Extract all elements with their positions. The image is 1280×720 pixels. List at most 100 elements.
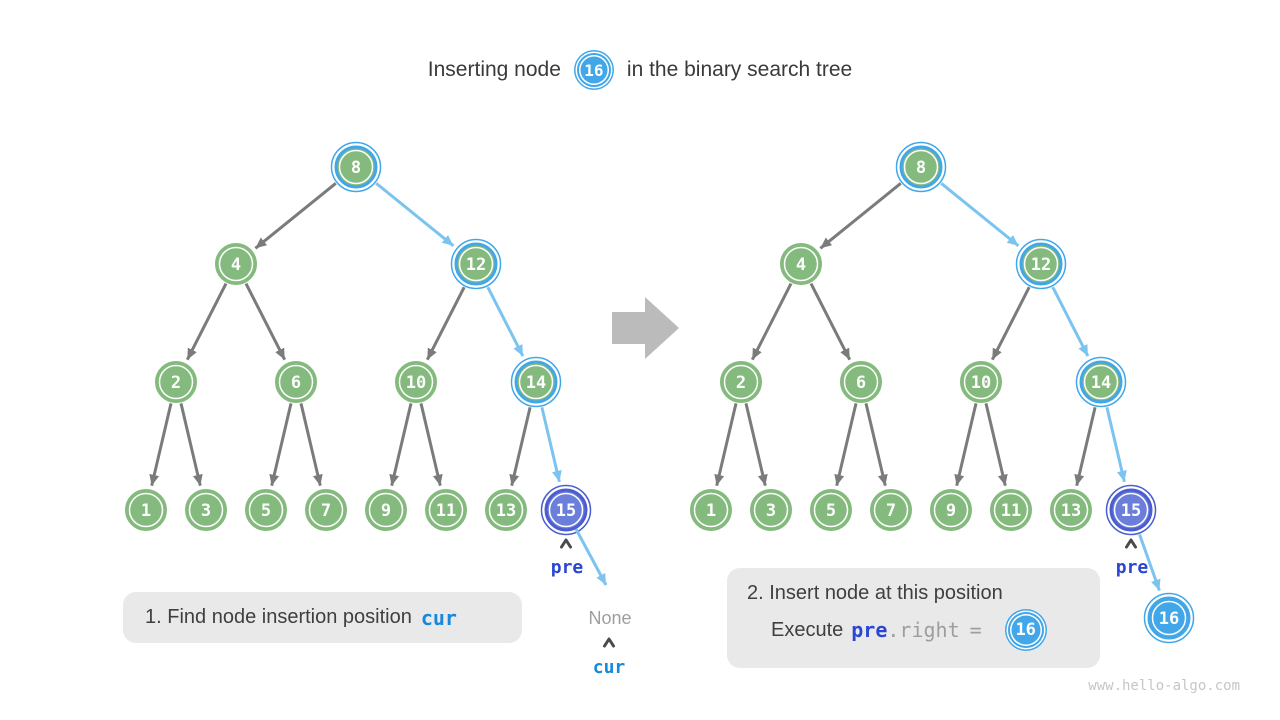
tree-node-3: 3	[750, 489, 792, 531]
tree-edge	[419, 403, 443, 487]
code-equals: =	[969, 618, 982, 642]
tree-edge	[744, 403, 768, 487]
tree-node-value: 13	[496, 501, 516, 521]
tree-node-3: 3	[185, 489, 227, 531]
tree-node-value: 2	[171, 373, 181, 393]
tree-node-value: 14	[526, 373, 546, 393]
tree-node-value: 11	[1001, 501, 1021, 521]
tree-edge	[819, 182, 902, 250]
tree-edge	[1074, 406, 1097, 487]
tree-node-4: 4	[215, 243, 257, 285]
tree-node-9: 9	[365, 489, 407, 531]
tree-edge	[834, 403, 858, 487]
tree-edge	[940, 182, 1020, 247]
tree-node-value: 14	[1091, 373, 1111, 393]
tree-node-13: 13	[485, 489, 527, 531]
caret-up-icon	[603, 637, 615, 648]
tree-node-16: 16	[1143, 592, 1195, 644]
cur-label: cur	[593, 657, 626, 678]
tree-edge	[809, 282, 852, 361]
inserted-node-badge: 16	[576, 53, 611, 87]
caption-step2-line1: 2. Insert node at this position	[747, 582, 1003, 604]
tree-edge	[540, 406, 562, 483]
tree-node-value: 6	[856, 373, 866, 393]
tree-edge	[486, 286, 525, 357]
tree-node-7: 7	[870, 489, 912, 531]
tree-node-13: 13	[1050, 489, 1092, 531]
tree-node-value: 10	[406, 373, 426, 393]
tree-node-value: 7	[886, 501, 896, 521]
tree-node-value: 12	[466, 255, 486, 275]
tree-edge	[179, 403, 203, 487]
tree-node-value: 1	[706, 501, 716, 521]
tree-node-14: 14	[1075, 356, 1127, 408]
tree-node-value: 5	[826, 501, 836, 521]
tree-node-5: 5	[245, 489, 287, 531]
tree-node-5: 5	[810, 489, 852, 531]
tree-edge	[509, 406, 532, 487]
code-pre: pre	[851, 618, 888, 642]
tree-node-15: 15	[1105, 484, 1157, 536]
title-suffix: in the binary search tree	[626, 58, 853, 81]
tree-edge	[984, 403, 1008, 487]
caret-up-icon	[560, 538, 572, 549]
edge-15-to-none	[574, 528, 608, 586]
tree-node-value: 13	[1061, 501, 1081, 521]
tree-node-7: 7	[305, 489, 347, 531]
tree-node-1: 1	[125, 489, 167, 531]
tree-node-value: 11	[436, 501, 456, 521]
tree-edge	[425, 286, 466, 361]
title-prefix: Inserting node	[427, 58, 561, 81]
tree-node-value: 9	[946, 501, 956, 521]
tree-node-value: 10	[971, 373, 991, 393]
tree-edge	[244, 282, 287, 361]
tree-node-value: 12	[1031, 255, 1051, 275]
pre-label-left: pre	[551, 557, 584, 578]
tree-node-value: 4	[796, 255, 806, 275]
tree-node-value: 8	[351, 158, 361, 178]
tree-node-value: 8	[916, 158, 926, 178]
tree-node-value: 3	[201, 501, 211, 521]
tree-node-6: 6	[840, 361, 882, 403]
tree-node-9: 9	[930, 489, 972, 531]
tree-node-8: 8	[330, 141, 382, 193]
tree-edge	[954, 403, 978, 487]
caption-step1: 1. Find node insertion position cur	[123, 592, 522, 643]
tree-node-12: 12	[1015, 238, 1067, 290]
tree-node-10: 10	[395, 361, 437, 403]
tree-edge	[149, 403, 173, 487]
tree-node-15: 15	[540, 484, 592, 536]
tree-node-value: 6	[291, 373, 301, 393]
tree-edge	[990, 286, 1031, 361]
caption-node-badge: 16	[1007, 612, 1044, 648]
execute-label: Execute	[771, 618, 844, 641]
watermark: www.hello-algo.com	[1088, 678, 1240, 694]
tree-edge	[714, 403, 738, 487]
tree-node-14: 14	[510, 356, 562, 408]
tree-edge	[750, 282, 793, 361]
tree-node-12: 12	[450, 238, 502, 290]
tree-node-value: 5	[261, 501, 271, 521]
tree-node-2: 2	[155, 361, 197, 403]
tree-edge	[254, 182, 337, 250]
tree-node-value: 9	[381, 501, 391, 521]
tree-node-value: 15	[1121, 501, 1141, 521]
tree-edge	[185, 282, 228, 361]
caption-step1-text: 1. Find node insertion position	[145, 606, 412, 628]
title: Inserting node 16 in the binary search t…	[0, 53, 1280, 87]
tree-node-value: 16	[1159, 609, 1179, 629]
tree-edge	[375, 182, 455, 247]
none-label: None	[588, 608, 631, 628]
tree-node-1: 1	[690, 489, 732, 531]
code-member: .right	[887, 618, 960, 642]
caption-step2: 2. Insert node at this position Execute …	[727, 568, 1100, 668]
tree-node-value: 7	[321, 501, 331, 521]
tree-node-11: 11	[990, 489, 1032, 531]
tree-edge	[864, 403, 888, 487]
tree-edge	[1138, 534, 1161, 592]
tree-node-value: 1	[141, 501, 151, 521]
transition-arrow-icon	[612, 297, 679, 359]
